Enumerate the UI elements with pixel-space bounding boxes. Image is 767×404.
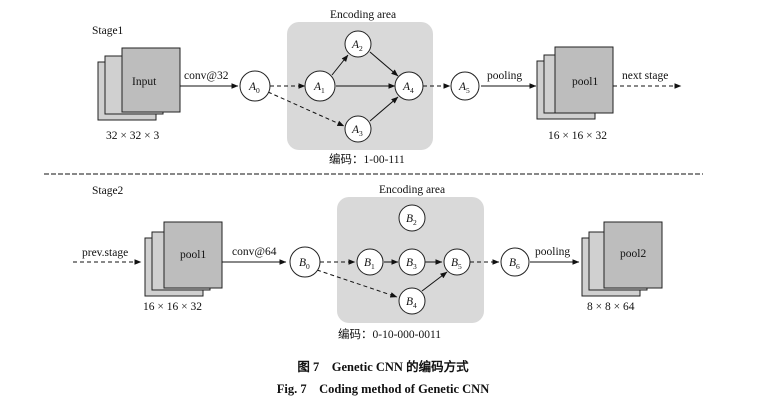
stage2: Stage2 Encoding area prev.stage pool1 16… — [73, 184, 663, 341]
edge-a3-a4 — [369, 96, 399, 122]
edge-a2-a4 — [369, 51, 399, 77]
stage1-pool-dims: 16 × 16 × 32 — [548, 130, 607, 142]
stage1-conv-label: conv@32 — [184, 70, 229, 82]
stage2-pool-stack — [581, 221, 663, 297]
stage1-code: 编码：1-00-111 — [329, 152, 405, 166]
node-b5: B5 — [443, 248, 471, 276]
stage2-conv-label: conv@64 — [232, 246, 277, 258]
svg-text:B4: B4 — [406, 296, 417, 310]
svg-text:B5: B5 — [451, 257, 462, 271]
stage2-input-label: pool1 — [180, 249, 206, 261]
caption-cn: 图 7 Genetic CNN 的编码方式 — [297, 359, 469, 374]
svg-text:B6: B6 — [509, 257, 520, 271]
stage2-pool-dims: 8 × 8 × 64 — [587, 301, 635, 313]
svg-text:A1: A1 — [313, 81, 325, 95]
stage1-pooling-label: pooling — [487, 70, 522, 82]
stage1-next-label: next stage — [622, 70, 668, 82]
svg-text:A4: A4 — [402, 81, 414, 95]
stage2-input-dims: 16 × 16 × 32 — [143, 301, 202, 313]
stage1-pool-stack — [536, 46, 614, 120]
stage2-prev-label: prev.stage — [82, 247, 128, 259]
node-a3: A3 — [344, 115, 372, 143]
svg-text:A3: A3 — [351, 124, 363, 138]
svg-text:B2: B2 — [406, 213, 417, 227]
stage2-pool-label: pool2 — [620, 248, 646, 260]
node-a4: A4 — [394, 71, 424, 101]
node-b6: B6 — [500, 247, 530, 277]
svg-text:A2: A2 — [351, 39, 363, 53]
stage1-pool-label: pool1 — [572, 76, 598, 88]
node-b3: B3 — [398, 248, 426, 276]
node-a2: A2 — [344, 30, 372, 58]
edge-b4-b5 — [421, 271, 448, 292]
node-a0: A0 — [239, 70, 271, 102]
stage2-label: Stage2 — [92, 185, 124, 197]
svg-text:A0: A0 — [248, 81, 260, 95]
stage1-input-label: Input — [132, 76, 157, 88]
svg-text:B3: B3 — [406, 257, 417, 271]
edge-a1-a2 — [331, 54, 349, 76]
svg-text:B1: B1 — [364, 257, 375, 271]
stage1-label: Stage1 — [92, 25, 124, 37]
node-b2: B2 — [398, 204, 426, 232]
stage1: Stage1 Encoding area Input 32 × 32 × 3 c… — [92, 9, 682, 166]
node-a5: A5 — [450, 71, 480, 101]
node-b0: B0 — [289, 246, 321, 278]
node-b1: B1 — [356, 248, 384, 276]
node-b4: B4 — [398, 287, 426, 315]
svg-text:A5: A5 — [458, 81, 470, 95]
node-a1: A1 — [304, 70, 336, 102]
svg-text:B0: B0 — [299, 257, 310, 271]
stage1-input-stack — [97, 47, 181, 121]
stage1-input-dims: 32 × 32 × 3 — [106, 130, 159, 142]
stage2-encoding-area-title: Encoding area — [379, 184, 445, 196]
caption-en: Fig. 7 Coding method of Genetic CNN — [277, 382, 490, 396]
stage2-input-stack — [144, 221, 223, 297]
stage2-pooling-label: pooling — [535, 246, 570, 258]
edge-b0-b4 — [316, 269, 398, 298]
stage1-encoding-area-title: Encoding area — [330, 9, 396, 21]
stage2-code: 编码：0-10-000-0011 — [338, 327, 441, 341]
